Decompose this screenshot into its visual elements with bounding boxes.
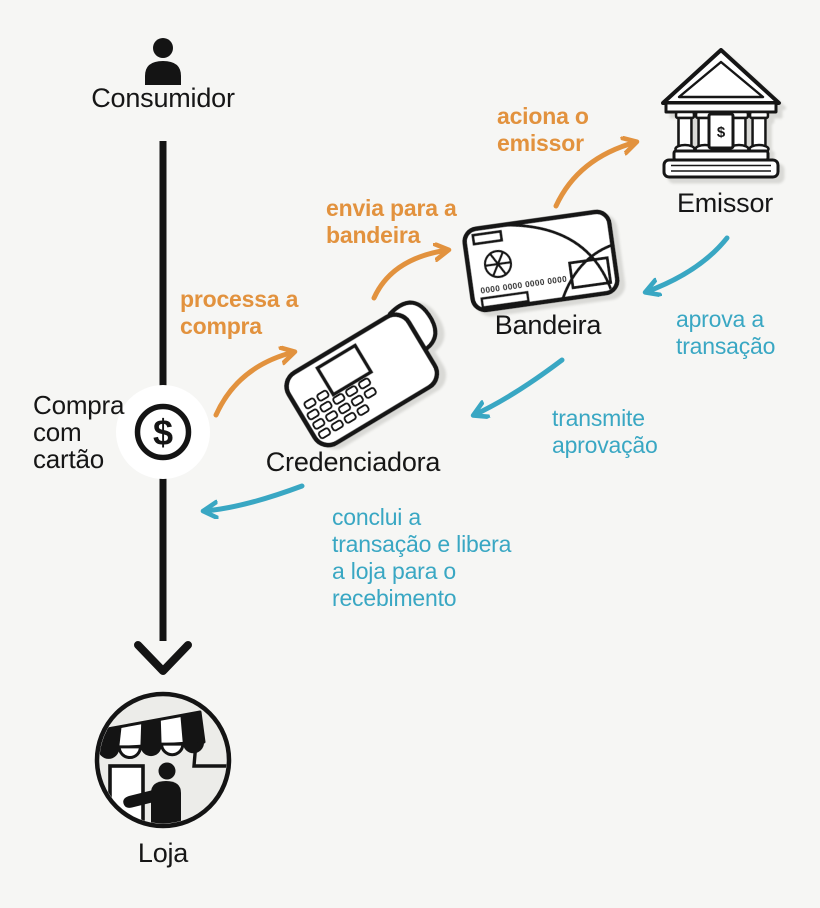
step-transmite-aprovacao: transmite aprovação bbox=[552, 405, 658, 458]
pos-terminal-icon bbox=[284, 300, 440, 448]
arrow-aprova bbox=[646, 235, 730, 292]
person-icon bbox=[145, 38, 181, 85]
arrow-aciona bbox=[553, 142, 636, 209]
credit-card-icon: 0000 0000 0000 0000 bbox=[462, 209, 620, 313]
step-envia-bandeira: envia para a bandeira bbox=[326, 195, 457, 248]
dollar-circle-icon: $ bbox=[116, 385, 210, 479]
label-compra-com-cartao: Compra com cartão bbox=[33, 390, 125, 474]
step-aprova-transacao: aprova a transação bbox=[676, 306, 776, 359]
label-loja: Loja bbox=[137, 838, 189, 868]
arrow-transmite bbox=[474, 357, 565, 415]
label-bandeira: Bandeira bbox=[494, 310, 602, 340]
bank-icon: $ bbox=[661, 48, 781, 179]
dollar-symbol: $ bbox=[153, 412, 173, 453]
step-conclui-transacao: conclui a transação e libera a loja para… bbox=[332, 504, 512, 611]
arrow-processa bbox=[213, 352, 294, 418]
bank-dollar-symbol: $ bbox=[717, 124, 726, 141]
label-emissor: Emissor bbox=[676, 188, 774, 218]
arrow-conclui bbox=[204, 483, 305, 511]
step-aciona-emissor: aciona o emissor bbox=[497, 103, 589, 156]
arrow-envia bbox=[371, 250, 448, 301]
storefront-icon bbox=[94, 691, 232, 829]
label-consumidor: Consumidor bbox=[91, 83, 235, 113]
step-processa-compra: processa a compra bbox=[180, 286, 299, 339]
label-credenciadora: Credenciadora bbox=[265, 447, 441, 477]
